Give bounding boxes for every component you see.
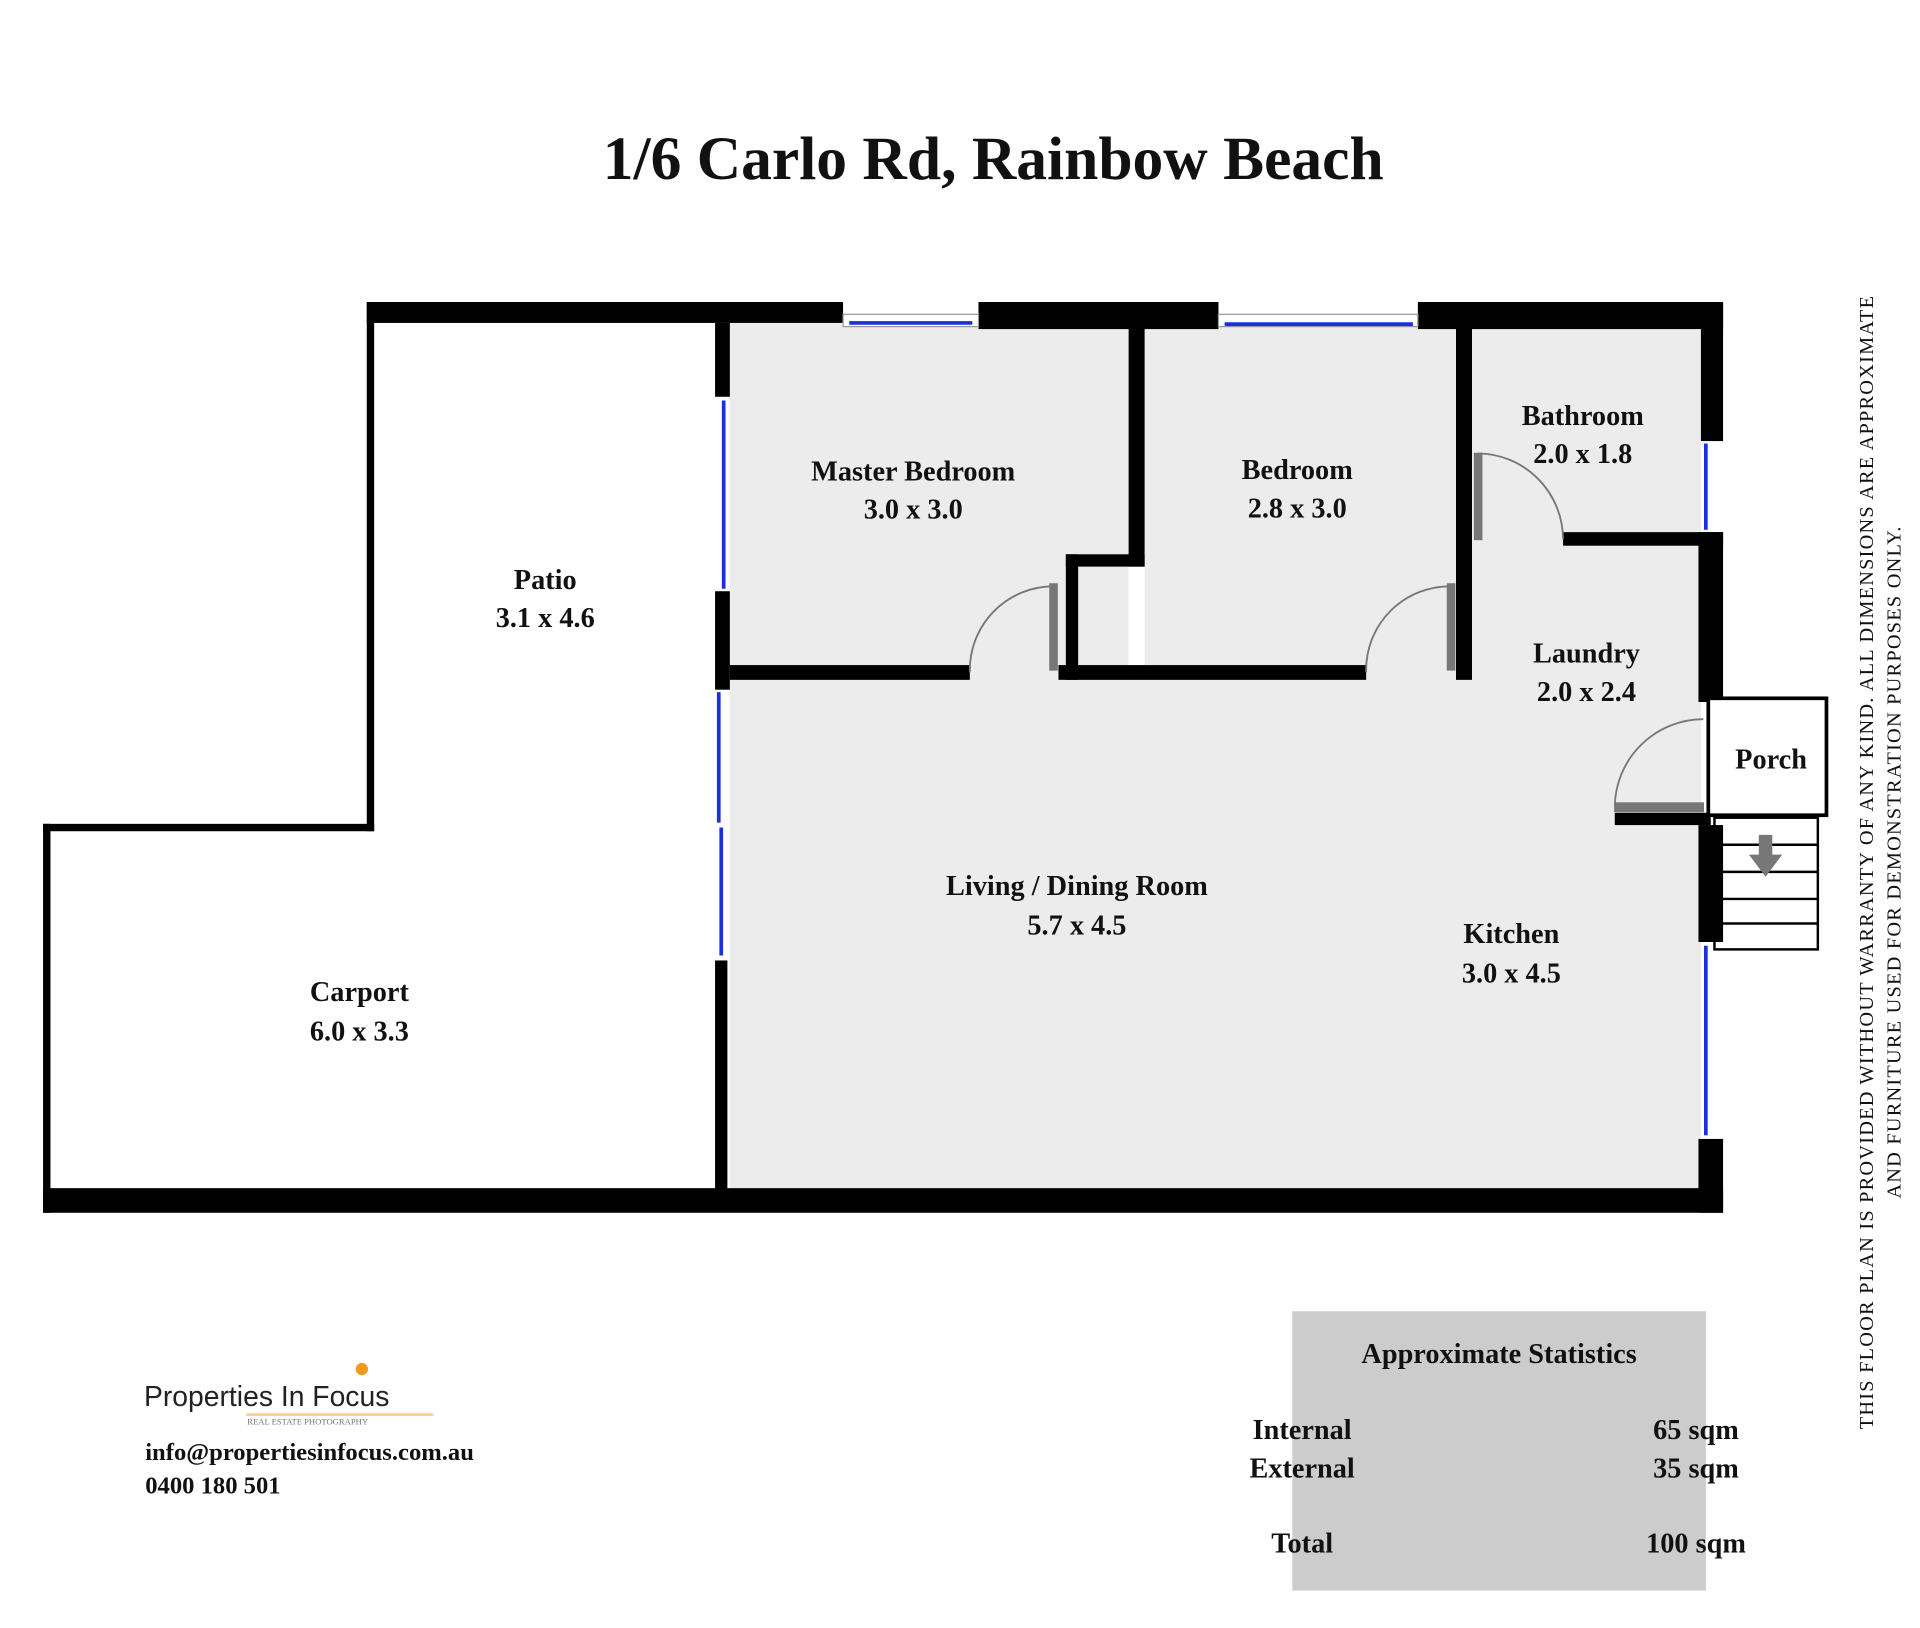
room-name: Living / Dining Room (946, 871, 1208, 902)
stats-box: Approximate Statistics Internal 65 sqm E… (1249, 1311, 1746, 1591)
room-dims: 3.0 x 3.0 (864, 495, 963, 526)
room-dims: 3.1 x 4.6 (496, 603, 595, 634)
stats-title: Approximate Statistics (1361, 1339, 1636, 1370)
stairs-down-arrow-icon (1748, 834, 1783, 877)
room-dims: 2.8 x 3.0 (1248, 493, 1347, 524)
room-dims: 5.7 x 4.5 (1027, 911, 1126, 942)
stat-value: 35 sqm (1653, 1453, 1739, 1484)
room-dims: 6.0 x 3.3 (310, 1016, 409, 1047)
stat-label: Total (1271, 1528, 1333, 1559)
stat-value: 100 sqm (1646, 1528, 1746, 1559)
room-name: Laundry (1533, 639, 1640, 670)
porch-stairs (1706, 696, 1829, 951)
doors (968, 452, 1704, 813)
stat-label: External (1249, 1453, 1354, 1484)
logo-tagline: REAL ESTATE PHOTOGRAPHY (247, 1416, 368, 1426)
room-dims: 2.0 x 1.8 (1533, 439, 1632, 470)
disclaimer-line-2: AND FURNITURE USED FOR DEMONSTRATION PUR… (1883, 525, 1905, 1198)
room-dims: 2.0 x 2.4 (1537, 677, 1636, 708)
room-name: Bedroom (1242, 455, 1354, 486)
windows (716, 313, 1708, 1136)
room-name: Kitchen (1463, 919, 1559, 950)
company-logo: Properties In Focus REAL ESTATE PHOTOGRA… (144, 1362, 434, 1426)
room-name: Bathroom (1522, 401, 1645, 432)
walls (43, 302, 1724, 1213)
page-title: 1/6 Carlo Rd, Rainbow Beach (603, 125, 1384, 193)
stat-label: Internal (1253, 1415, 1352, 1446)
room-name: Patio (514, 565, 577, 596)
disclaimer: THIS FLOOR PLAN IS PROVIDED WITHOUT WARR… (1856, 295, 1905, 1429)
room-name: Master Bedroom (811, 456, 1015, 487)
stat-value: 65 sqm (1653, 1415, 1739, 1446)
room-dims: 3.0 x 4.5 (1462, 959, 1561, 990)
room-name: Carport (310, 977, 410, 1008)
logo-text: Properties In Focus (144, 1380, 389, 1412)
focus-lens-icon (355, 1362, 368, 1376)
contact-email: info@propertiesinfocus.com.au (145, 1439, 474, 1466)
disclaimer-line-1: THIS FLOOR PLAN IS PROVIDED WITHOUT WARR… (1856, 295, 1878, 1429)
contact-phone: 0400 180 501 (145, 1472, 280, 1499)
room-name: Porch (1735, 744, 1807, 775)
room-floors (729, 322, 1701, 1189)
